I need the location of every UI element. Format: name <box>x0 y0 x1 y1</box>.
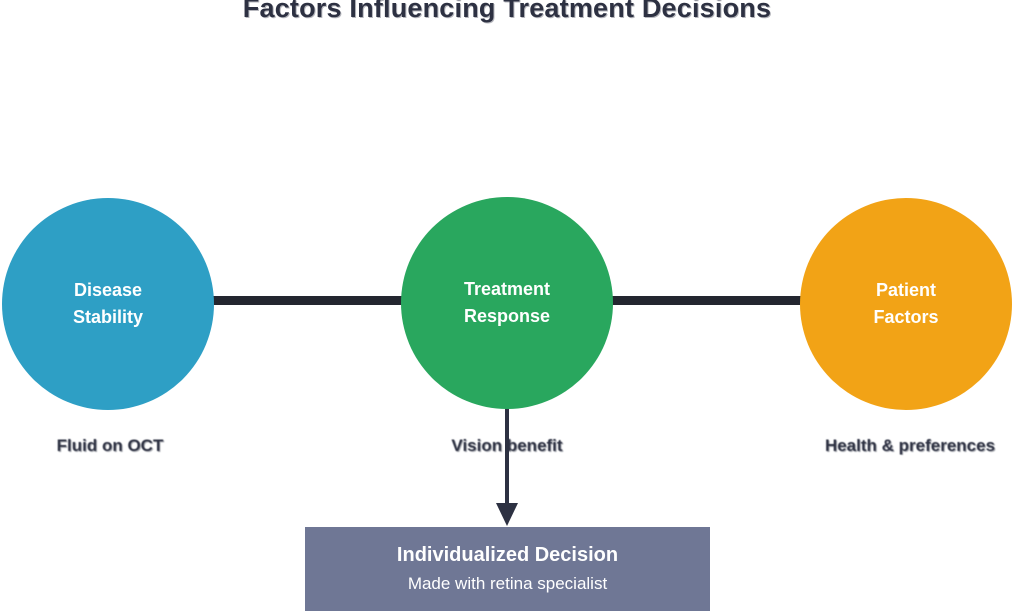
node-treatment-response: Treatment Response <box>401 197 613 409</box>
node-label-line1: Disease <box>73 280 143 300</box>
down-arrow-icon <box>496 503 518 526</box>
decision-box-subtitle: Made with retina specialist <box>407 574 608 593</box>
sublabel-patient-factors: Health & preferences <box>824 436 996 455</box>
connector-response-patient <box>610 296 806 305</box>
decision-box-title: Individualized Decision <box>396 544 619 566</box>
connector-disease-response <box>207 296 407 305</box>
node-disease-stability: Disease Stability <box>2 198 214 410</box>
sublabel-disease-stability: Fluid on OCT <box>56 436 164 455</box>
connector-response-decision <box>505 405 509 507</box>
node-label-line2: Factors <box>873 307 939 327</box>
node-label-line2: Response <box>463 306 551 326</box>
node-patient-factors: Patient Factors <box>800 198 1012 410</box>
node-label-line2: Stability <box>72 307 143 327</box>
decision-box: Individualized Decision Made with retina… <box>305 527 710 611</box>
node-label-line1: Patient <box>875 280 936 300</box>
node-label-line1: Treatment <box>463 279 551 299</box>
diagram-title: Factors Influencing Treatment Decisions <box>242 0 772 23</box>
sublabel-treatment-response: Vision benefit <box>451 436 563 455</box>
